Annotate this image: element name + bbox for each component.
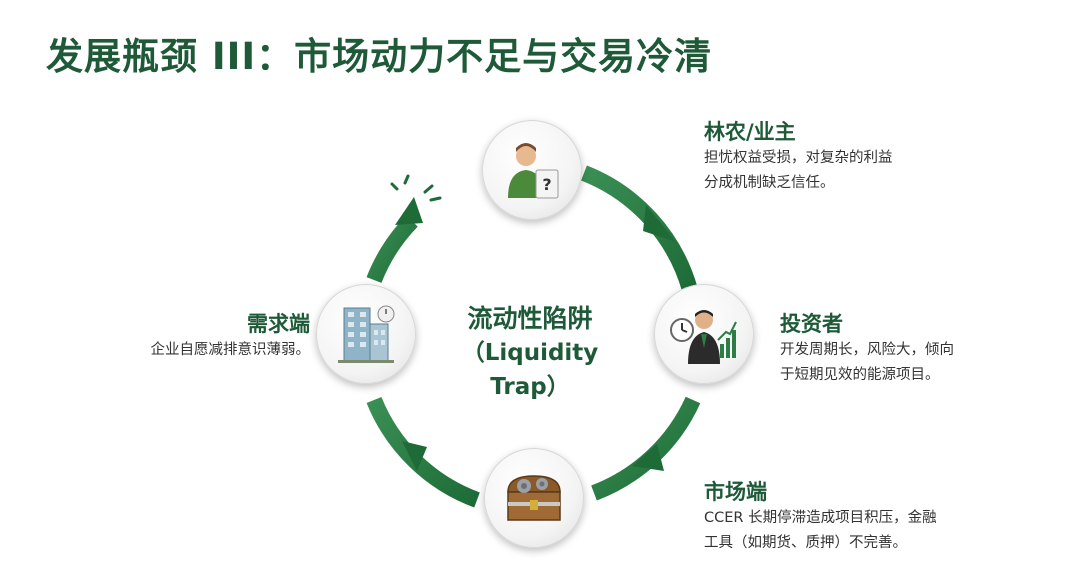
label-market-line1: CCER 长期停滞造成项目积压，金融: [704, 510, 937, 526]
arrowhead-left-top: [395, 197, 423, 225]
arrowhead-right-bottom: [632, 444, 664, 471]
investor-clock-icon: [670, 310, 737, 364]
label-market: 市场端 CCER 长期停滞造成项目积压，金融 工具（如期货、质押）不完善。: [704, 478, 937, 556]
label-investor-heading: 投资者: [780, 312, 843, 336]
label-farmer: 林农/业主 担忧权益受损，对复杂的利益 分成机制缺乏信任。: [704, 118, 893, 196]
arc-right-bottom: [591, 396, 701, 501]
office-building-icon: [338, 305, 395, 363]
node-demand: [316, 284, 416, 384]
center-title-cn: 流动性陷阱: [467, 304, 593, 333]
label-demand-heading: 需求端: [247, 312, 310, 336]
node-market: [484, 448, 584, 548]
page-title: 发展瓶颈 III：市场动力不足与交易冷清: [46, 35, 713, 78]
farmer-question-icon: ?: [508, 143, 559, 199]
node-investor: [654, 284, 754, 384]
label-farmer-line1: 担忧权益受损，对复杂的利益: [704, 150, 893, 166]
arrowhead-top-right: [643, 205, 676, 242]
broken-link-icon: [390, 174, 442, 202]
arc-top-right: [581, 165, 698, 293]
node-farmer: ?: [482, 120, 582, 220]
label-market-line2: 工具（如期货、质押）不完善。: [704, 535, 907, 551]
label-demand: 需求端 企业自愿减排意识薄弱。: [60, 310, 311, 363]
arrowhead-bottom-left: [402, 441, 427, 471]
center-title-en: （Liquidity Trap）: [461, 340, 599, 400]
label-investor: 投资者 开发周期长，风险大，倾向 于短期见效的能源项目。: [780, 310, 954, 388]
label-demand-line1: 企业自愿减排意识薄弱。: [150, 342, 311, 358]
center-label: 流动性陷阱 （Liquidity Trap）: [430, 302, 630, 404]
label-farmer-line2: 分成机制缺乏信任。: [704, 175, 835, 191]
arc-left-top: [366, 215, 418, 284]
label-investor-line2: 于短期见效的能源项目。: [780, 367, 940, 383]
label-investor-line1: 开发周期长，风险大，倾向: [780, 342, 954, 358]
label-farmer-heading: 林农/业主: [704, 120, 796, 144]
label-market-heading: 市场端: [704, 480, 767, 504]
treasure-chest-gears-icon: [507, 475, 561, 521]
svg-text:?: ?: [542, 175, 551, 194]
